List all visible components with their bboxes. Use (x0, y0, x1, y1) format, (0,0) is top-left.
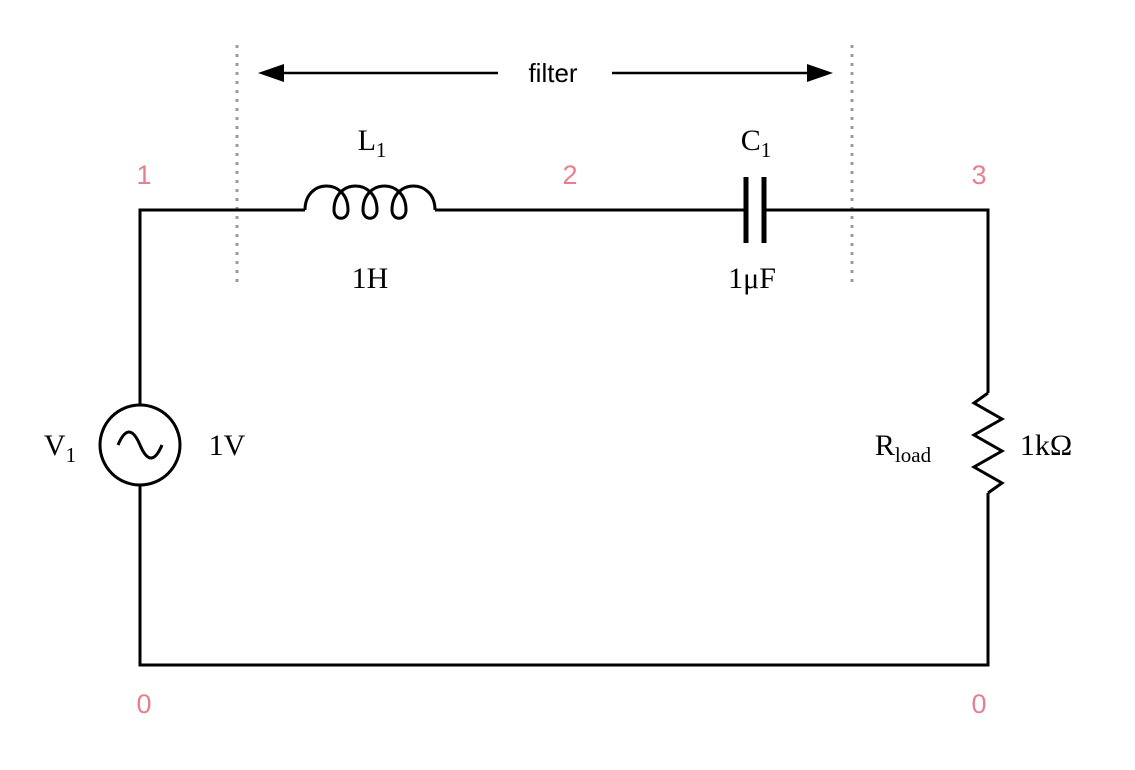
filter-arrow-left-head-icon (258, 64, 284, 82)
filter-arrow-right-head-icon (807, 64, 833, 82)
inductor-ref: L (358, 124, 376, 157)
resistor-ref-sub: load (895, 443, 932, 467)
wire-bottom (138, 485, 990, 667)
voltage-source-ref-sub: 1 (66, 443, 77, 467)
voltage-source-ref: V (44, 429, 66, 462)
resistor-ref-label: Rload (875, 429, 932, 467)
node-label-2: 2 (562, 160, 577, 190)
filter-label: filter (528, 58, 577, 88)
load-resistor: Rload 1kΩ (875, 391, 1072, 495)
inductor-coil (303, 184, 437, 220)
wire-top-right (764, 208, 990, 393)
inductor-ref-label: L1 (358, 124, 387, 162)
node-label-1: 1 (136, 160, 151, 190)
resistor-zigzag (970, 391, 1006, 495)
capacitor-ref-label: C1 (741, 124, 772, 162)
wire-top-left (138, 208, 305, 405)
resistor-value-label: 1kΩ (1020, 429, 1072, 462)
inductor-ref-sub: 1 (376, 138, 387, 162)
ac-waveform-icon (116, 430, 164, 460)
capacitor-ref: C (741, 124, 761, 157)
voltage-source-circle (98, 403, 182, 487)
node-label-0-left: 0 (136, 689, 151, 719)
capacitor-ref-sub: 1 (761, 138, 772, 162)
voltage-source-value-label: 1V (209, 429, 246, 462)
voltage-source: V1 1V (44, 403, 246, 487)
capacitor-value-label: 1μF (728, 262, 776, 295)
inductor-value-label: 1H (352, 262, 389, 295)
node-label-3: 3 (971, 160, 986, 190)
inductor: L1 1H (303, 124, 437, 295)
voltage-source-ref-label: V1 (44, 429, 76, 467)
resistor-ref: R (875, 429, 895, 462)
node-label-0-right: 0 (971, 689, 986, 719)
capacitor: C1 1μF (728, 124, 776, 295)
filter-annotation: filter (258, 58, 833, 88)
